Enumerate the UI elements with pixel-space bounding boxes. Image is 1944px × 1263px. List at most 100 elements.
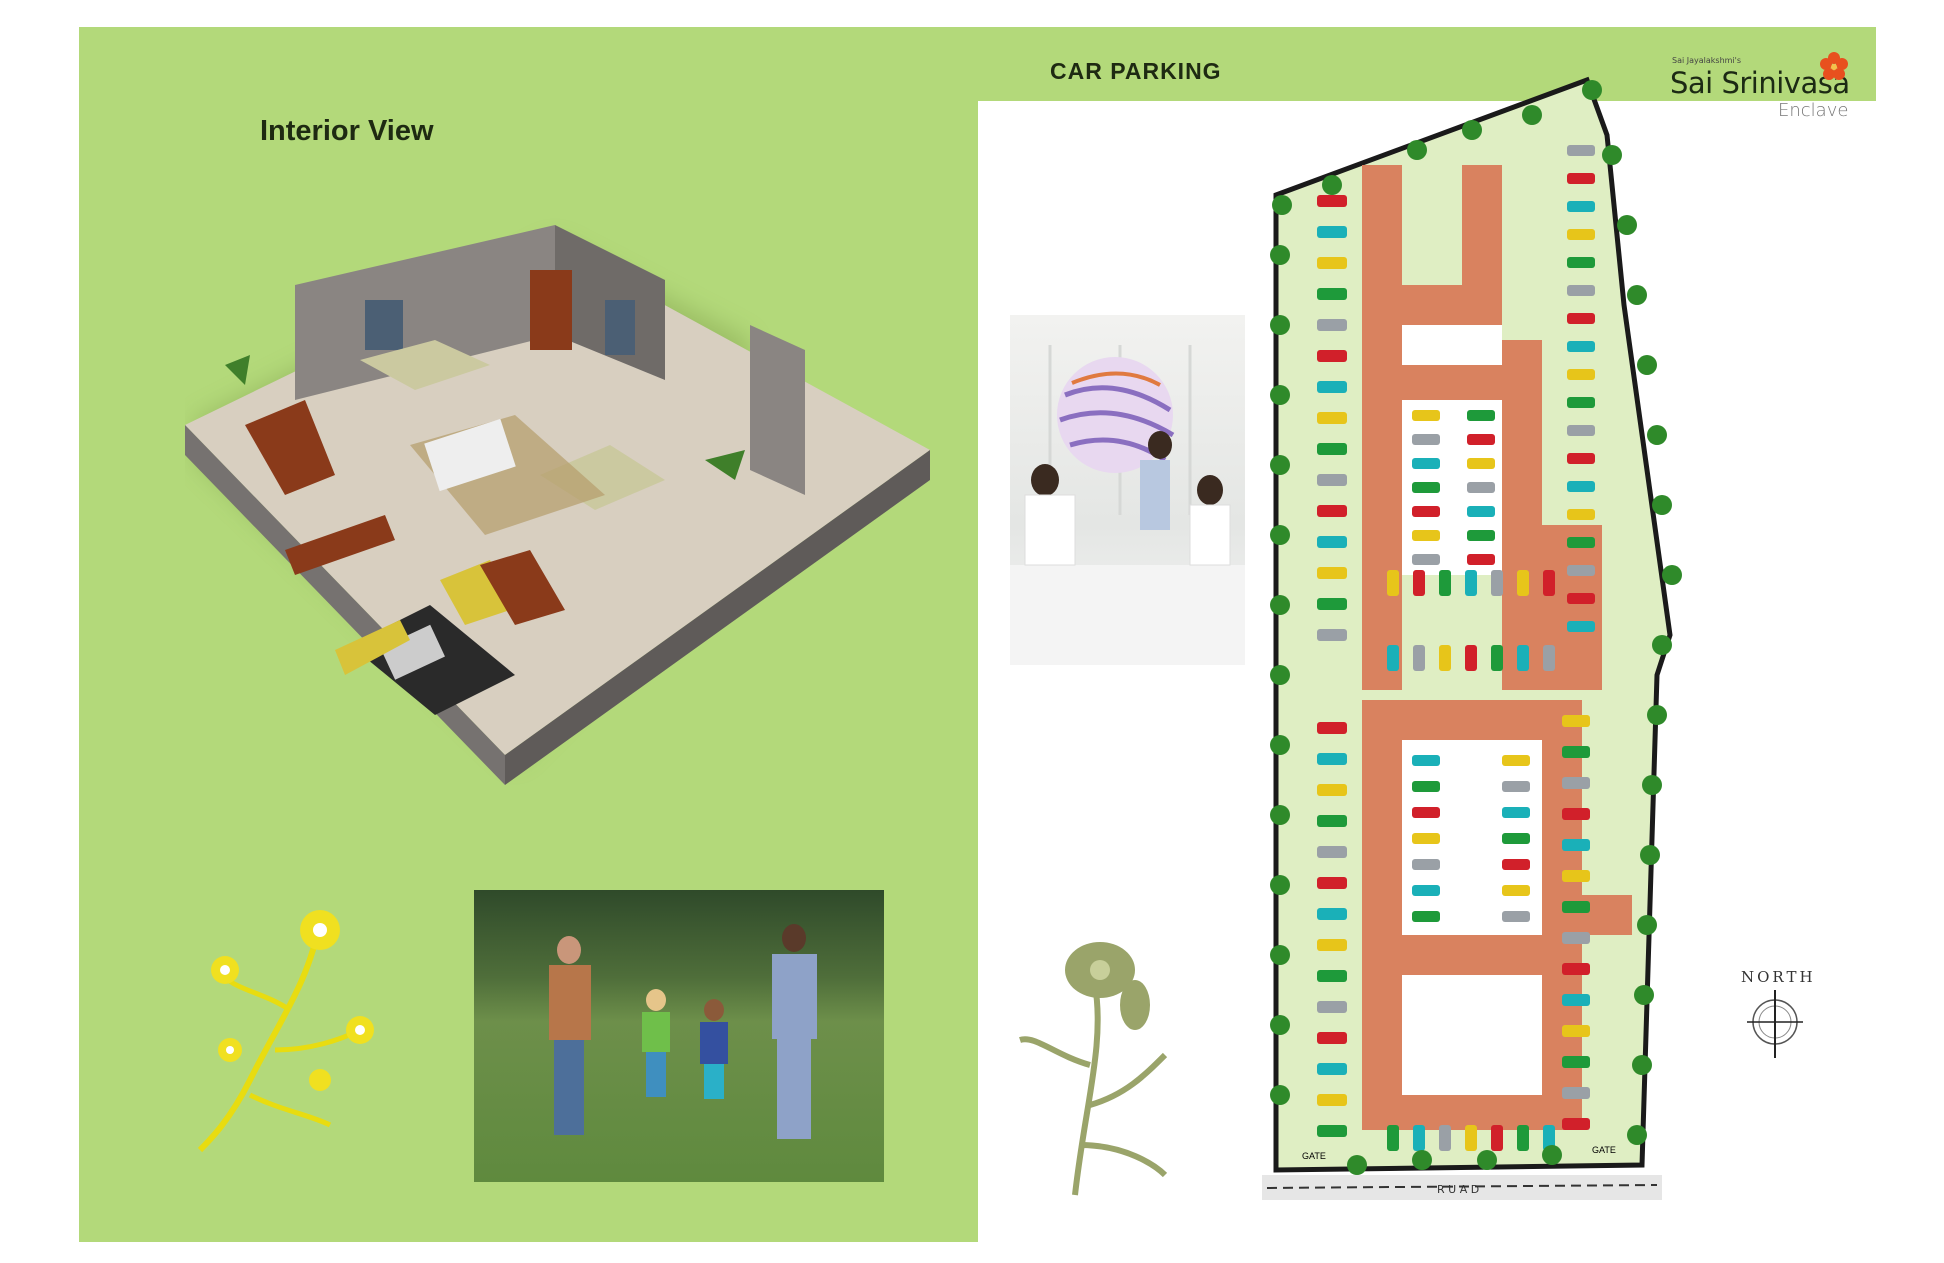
tree bbox=[1617, 215, 1637, 235]
car bbox=[1412, 885, 1440, 896]
tree bbox=[1270, 385, 1290, 405]
car bbox=[1317, 505, 1347, 517]
tree bbox=[1634, 985, 1654, 1005]
yellow-flower-ornament bbox=[197, 910, 374, 1153]
car bbox=[1567, 341, 1595, 352]
parked-cars bbox=[1317, 145, 1595, 1151]
car bbox=[1562, 994, 1590, 1006]
car bbox=[1491, 570, 1503, 596]
car bbox=[1567, 509, 1595, 520]
car bbox=[1567, 173, 1595, 184]
car bbox=[1562, 870, 1590, 882]
car bbox=[1562, 963, 1590, 975]
car bbox=[1317, 350, 1347, 362]
car bbox=[1317, 629, 1347, 641]
tree bbox=[1270, 245, 1290, 265]
car bbox=[1412, 410, 1440, 421]
tree bbox=[1647, 705, 1667, 725]
tree bbox=[1647, 425, 1667, 445]
tree bbox=[1632, 1055, 1652, 1075]
car bbox=[1317, 1094, 1347, 1106]
car bbox=[1567, 565, 1595, 576]
car bbox=[1567, 229, 1595, 240]
car bbox=[1567, 425, 1595, 436]
gate-left-label: GATE bbox=[1302, 1151, 1326, 1161]
car bbox=[1543, 570, 1555, 596]
car bbox=[1502, 885, 1530, 896]
car bbox=[1567, 621, 1595, 632]
tree bbox=[1270, 665, 1290, 685]
car bbox=[1439, 1125, 1451, 1151]
tree bbox=[1642, 775, 1662, 795]
tree bbox=[1270, 805, 1290, 825]
tree bbox=[1522, 105, 1542, 125]
car bbox=[1317, 195, 1347, 207]
car bbox=[1387, 570, 1399, 596]
trees bbox=[1270, 80, 1682, 1175]
car bbox=[1502, 859, 1530, 870]
car bbox=[1412, 458, 1440, 469]
car bbox=[1567, 481, 1595, 492]
car bbox=[1412, 482, 1440, 493]
interior-3d-floorplan bbox=[185, 225, 930, 785]
car bbox=[1567, 145, 1595, 156]
family-ball-photo bbox=[1010, 315, 1245, 665]
car bbox=[1317, 536, 1347, 548]
car bbox=[1439, 645, 1451, 671]
car bbox=[1317, 1032, 1347, 1044]
car bbox=[1567, 201, 1595, 212]
car bbox=[1467, 554, 1495, 565]
car bbox=[1412, 911, 1440, 922]
car bbox=[1412, 781, 1440, 792]
car bbox=[1317, 1125, 1347, 1137]
car bbox=[1491, 645, 1503, 671]
car bbox=[1412, 506, 1440, 517]
car bbox=[1562, 777, 1590, 789]
car bbox=[1317, 877, 1347, 889]
car bbox=[1387, 1125, 1399, 1151]
car bbox=[1465, 645, 1477, 671]
brand-logo: Sai Jayalakshmi's Sai Srinivasa Enclave bbox=[1668, 52, 1858, 122]
tree bbox=[1652, 495, 1672, 515]
road-label: R U A D bbox=[1437, 1183, 1479, 1196]
car bbox=[1412, 434, 1440, 445]
car bbox=[1317, 722, 1347, 734]
car bbox=[1543, 645, 1555, 671]
car bbox=[1562, 1087, 1590, 1099]
tree bbox=[1270, 735, 1290, 755]
tree bbox=[1582, 80, 1602, 100]
car bbox=[1467, 458, 1495, 469]
car bbox=[1412, 530, 1440, 541]
car bbox=[1491, 1125, 1503, 1151]
car bbox=[1467, 434, 1495, 445]
car bbox=[1567, 453, 1595, 464]
car bbox=[1413, 1125, 1425, 1151]
tree bbox=[1627, 1125, 1647, 1145]
tree bbox=[1637, 915, 1657, 935]
right-header-band bbox=[978, 27, 1876, 101]
flower-logo-icon bbox=[1820, 52, 1848, 80]
tree bbox=[1477, 1150, 1497, 1170]
car bbox=[1317, 815, 1347, 827]
car bbox=[1317, 1063, 1347, 1075]
car bbox=[1317, 598, 1347, 610]
car bbox=[1467, 506, 1495, 517]
car bbox=[1567, 369, 1595, 380]
car bbox=[1412, 554, 1440, 565]
car bbox=[1413, 645, 1425, 671]
car bbox=[1387, 645, 1399, 671]
car bbox=[1317, 443, 1347, 455]
car bbox=[1317, 474, 1347, 486]
interior-view-title: Interior View bbox=[260, 115, 434, 147]
tree bbox=[1270, 455, 1290, 475]
car bbox=[1562, 808, 1590, 820]
tree bbox=[1322, 175, 1342, 195]
car bbox=[1562, 901, 1590, 913]
car bbox=[1562, 932, 1590, 944]
car bbox=[1317, 970, 1347, 982]
tree bbox=[1407, 140, 1427, 160]
tree bbox=[1347, 1155, 1367, 1175]
north-label: NORTH bbox=[1741, 968, 1816, 986]
tree bbox=[1462, 120, 1482, 140]
car bbox=[1317, 226, 1347, 238]
